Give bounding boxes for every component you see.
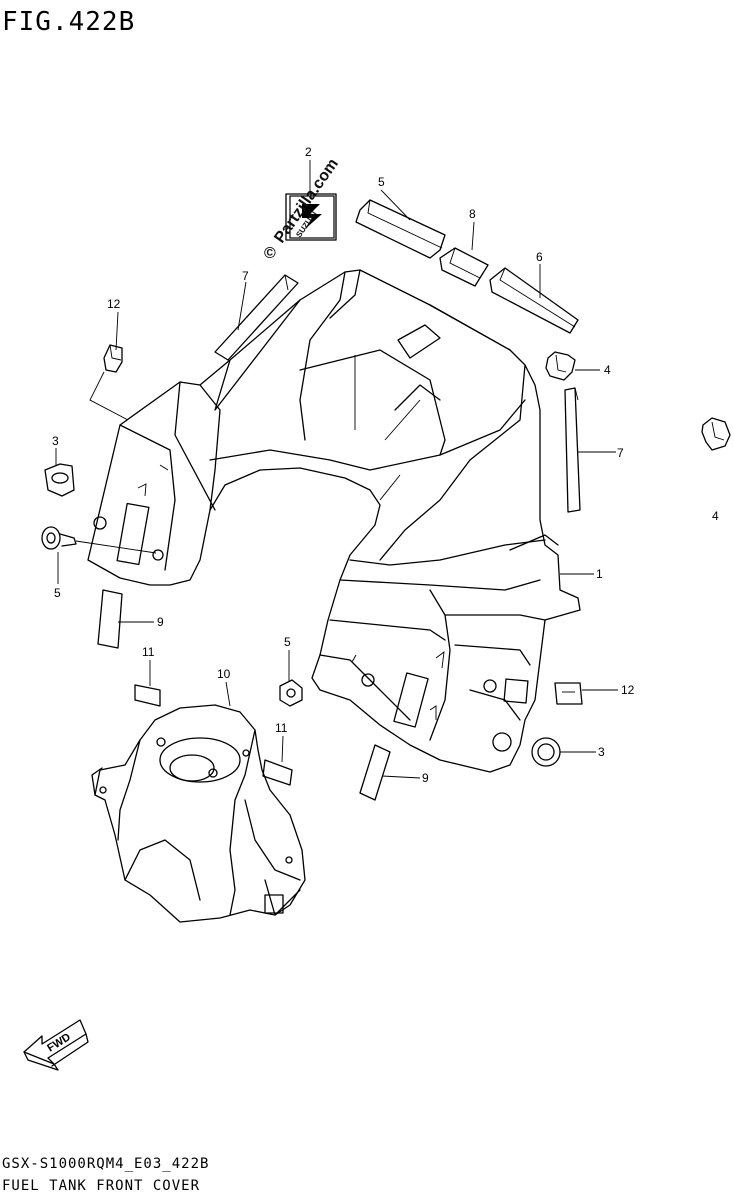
part-12-grommet-b [554,682,583,705]
part-12-grommet-a [103,344,123,373]
part-5-nut [279,679,303,707]
callout-9-right: 9 [422,771,429,785]
part-11-pad-b [262,759,293,786]
suzuki-s-logo-icon [302,204,322,230]
suzuki-badge-frame [289,195,335,239]
callout-2: 2 [305,145,312,159]
part-10-lower-cover [91,704,306,923]
callout-1: 1 [596,567,603,581]
leader-lines [55,160,618,779]
fwd-arrow: FWD [23,1019,89,1071]
part-7-strip-right [564,387,581,513]
watermark-text: Partzilla.com [271,156,342,247]
part-5-bolt [41,526,77,550]
callout-5-upper: 5 [378,175,385,189]
part-2-emblem [285,193,337,241]
part-11-pad-a [134,684,161,707]
callout-5-left: 5 [54,586,61,600]
part-5-pad-upper [355,199,446,259]
part-6-pad [489,267,579,334]
callout-10: 10 [217,667,231,681]
callout-12-left: 12 [107,297,121,311]
callout-7-upper: 7 [242,269,249,283]
copyright-symbol: © [264,245,276,262]
part-1-front-cover [87,269,581,773]
figure-code: GSX-S1000RQM4_E03_422B [2,1156,209,1172]
part-4-clip-a [545,351,576,381]
callout-labels: 2 5 8 6 7 12 4 7 4 3 1 5 9 5 11 10 12 11… [52,145,719,785]
callout-3-upper: 3 [52,434,59,448]
callout-9-left: 9 [157,615,164,629]
callout-8: 8 [469,207,476,221]
callout-12-right: 12 [621,683,635,697]
figure-name: FUEL TANK FRONT COVER [2,1178,200,1194]
callout-11-right: 11 [275,721,288,735]
part-8-pad [439,247,489,287]
figure-title: FIG.422B [2,7,135,37]
callout-4-near: 4 [604,363,611,377]
part-4-clip-b [701,417,731,451]
callout-7-right: 7 [617,446,624,460]
part-7-strip-upper [214,274,299,361]
part-3-washer-a [44,463,75,497]
callout-5-mid: 5 [284,635,291,649]
watermark: Partzilla.com © SUZUKI [264,156,342,262]
part-3-washer-b [531,737,561,767]
callout-11-left: 11 [142,645,155,659]
callout-4-far: 4 [712,509,719,523]
callout-3-lower: 3 [598,745,605,759]
callout-6: 6 [536,250,543,264]
part-9-pad-left [97,589,123,649]
part-9-pad-right [359,744,391,801]
